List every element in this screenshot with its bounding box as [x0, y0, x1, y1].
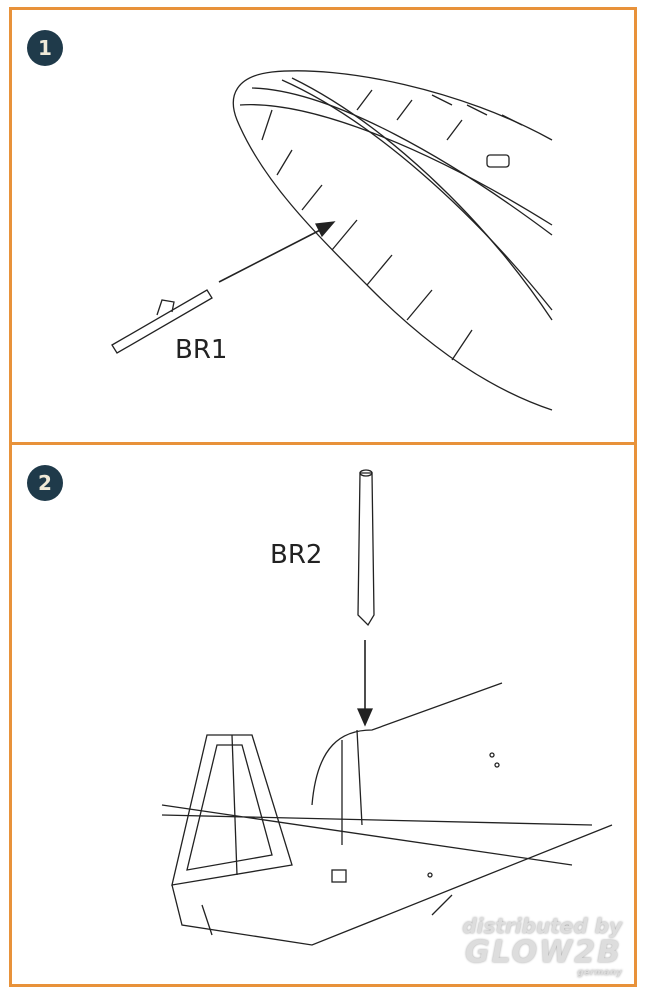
step-badge: 1 [27, 30, 63, 66]
watermark-logo: GLOW2B [464, 935, 622, 970]
watermark-line3: germany [577, 968, 622, 978]
step-2-panel: 2 BR2 distributed by GLOW2B germany [9, 442, 637, 987]
cockpit-drawing [161, 469, 613, 946]
wing-tip-drawing [111, 70, 553, 411]
step-badge: 2 [27, 465, 63, 501]
distributor-watermark: distributed by GLOW2B germany [462, 914, 622, 978]
part-label-br1: BR1 [175, 335, 228, 365]
step-1-panel: 1 BR1 [9, 7, 637, 445]
watermark-line1: distributed by [462, 914, 622, 938]
part-label-br2: BR2 [270, 540, 323, 570]
